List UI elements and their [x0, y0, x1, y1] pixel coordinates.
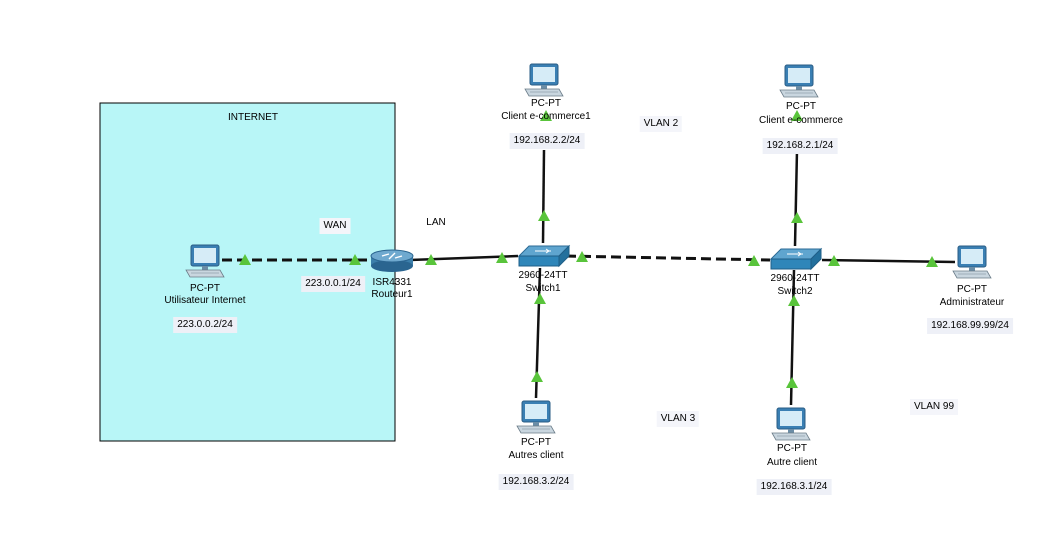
switch-icon — [770, 248, 822, 270]
pc-icon — [779, 64, 819, 98]
device-model-label: PC-PT — [957, 284, 987, 295]
port-up-icon — [425, 254, 437, 265]
vlan3-label: VLAN 3 — [656, 411, 700, 427]
port-up-icon — [786, 377, 798, 388]
switch-switch2[interactable] — [770, 248, 822, 270]
internet-zone-title: INTERNET — [228, 112, 278, 123]
wan-label: WAN — [319, 218, 351, 234]
device-name-label: Switch1 — [525, 283, 561, 294]
port-up-icon — [531, 371, 543, 382]
device-model-label: PC-PT — [786, 101, 816, 112]
pc-autre-client[interactable] — [771, 407, 811, 441]
pc-client-ecommerce1[interactable] — [524, 63, 564, 97]
device-name-label: Autres client — [508, 450, 564, 461]
link-ecom-switch2[interactable] — [793, 149, 799, 247]
router-routeur1[interactable] — [370, 249, 414, 273]
device-model-label: PC-PT — [531, 98, 561, 109]
port-up-icon — [791, 110, 803, 121]
device-name-label: Utilisateur Internet — [164, 295, 246, 306]
device-name-label: Routeur1 — [371, 289, 413, 300]
pc-icon — [771, 407, 811, 441]
router-icon — [370, 249, 414, 273]
port-up-icon — [496, 252, 508, 263]
port-up-icon — [576, 251, 588, 262]
device-model-label: ISR4331 — [372, 277, 412, 288]
link-switch1-switch2[interactable] — [565, 254, 771, 262]
port-up-icon — [748, 255, 760, 266]
pc-icon — [185, 244, 225, 278]
link-ecom1-switch1[interactable] — [541, 149, 546, 244]
port-status-layer — [239, 110, 938, 388]
port-up-icon — [534, 293, 546, 304]
port-up-icon — [540, 110, 552, 121]
port-up-icon — [349, 254, 361, 265]
device-model-label: 2960-24TT — [770, 273, 820, 284]
ip-address-label: 223.0.0.1/24 — [301, 276, 365, 292]
device-name-label: Client e-commerce — [759, 115, 843, 126]
pc-autres-client[interactable] — [516, 400, 556, 434]
pc-utilisateur-internet[interactable] — [185, 244, 225, 278]
ip-address-label: 192.168.2.2/24 — [509, 133, 585, 149]
port-up-icon — [791, 212, 803, 223]
ip-address-label: 192.168.2.1/24 — [762, 138, 838, 154]
vlan2-label: VLAN 2 — [639, 116, 683, 132]
lan-label: LAN — [426, 217, 446, 228]
switch-icon — [518, 245, 570, 267]
pc-administrateur[interactable] — [952, 245, 992, 279]
internet-zone — [99, 102, 396, 442]
pc-icon — [524, 63, 564, 97]
ip-address-label: 192.168.3.1/24 — [756, 479, 832, 495]
port-up-icon — [828, 255, 840, 266]
port-up-icon — [538, 210, 550, 221]
vlan99-label: VLAN 99 — [909, 399, 959, 415]
device-model-label: PC-PT — [190, 283, 220, 294]
port-up-icon — [788, 295, 800, 306]
ip-address-label: 223.0.0.2/24 — [173, 317, 237, 333]
ip-address-label: 192.168.3.2/24 — [498, 474, 574, 490]
port-up-icon — [926, 256, 938, 267]
ip-address-label: 192.168.99.99/24 — [927, 318, 1013, 334]
pc-client-ecommerce[interactable] — [779, 64, 819, 98]
device-name-label: Administrateur — [939, 297, 1005, 308]
device-model-label: PC-PT — [521, 437, 551, 448]
device-name-label: Switch2 — [777, 286, 813, 297]
port-up-icon — [239, 254, 251, 265]
device-name-label: Client e-commerce1 — [501, 111, 591, 122]
pc-icon — [516, 400, 556, 434]
pc-icon — [952, 245, 992, 279]
device-model-label: PC-PT — [777, 443, 807, 454]
switch-switch1[interactable] — [518, 245, 570, 267]
device-model-label: 2960-24TT — [518, 270, 568, 281]
device-name-label: Autre client — [766, 457, 818, 468]
